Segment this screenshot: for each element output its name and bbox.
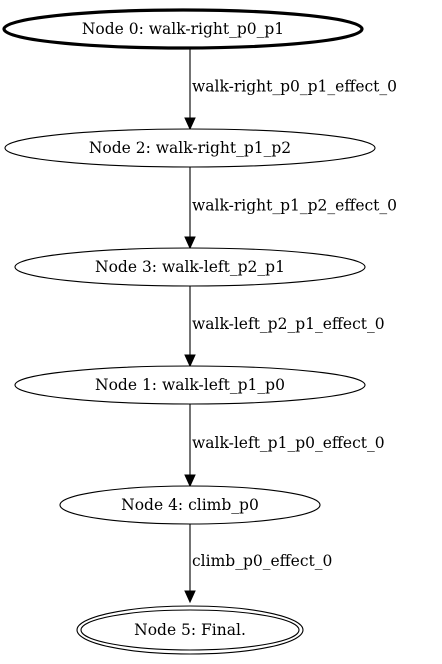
node-ellipse bbox=[14, 365, 366, 405]
node-label: Node 5: Final. bbox=[134, 621, 246, 639]
edge: walk-right_p0_p1_effect_0 bbox=[184, 48, 397, 131]
arrowhead bbox=[184, 590, 196, 604]
node-ellipse bbox=[4, 128, 376, 168]
node-label: Node 1: walk-left_p1_p0 bbox=[95, 376, 285, 394]
graph-node: Node 5: Final. bbox=[76, 605, 304, 655]
final-node-inner-ellipse bbox=[80, 609, 300, 651]
graph-node: Node 0: walk-right_p0_p1 bbox=[2, 8, 364, 50]
arrowhead bbox=[184, 236, 196, 250]
arrowhead bbox=[184, 354, 196, 368]
edge-label: walk-left_p2_p1_effect_0 bbox=[192, 315, 385, 333]
arrowhead bbox=[184, 474, 196, 488]
node-label: Node 4: climb_p0 bbox=[121, 496, 259, 514]
graph-node: Node 1: walk-left_p1_p0 bbox=[14, 365, 366, 405]
node-label: Node 2: walk-right_p1_p2 bbox=[89, 139, 291, 157]
edge: walk-left_p2_p1_effect_0 bbox=[184, 286, 385, 368]
arrowhead bbox=[184, 117, 196, 131]
edge-label: walk-right_p1_p2_effect_0 bbox=[192, 197, 397, 215]
edge-label: climb_p0_effect_0 bbox=[192, 552, 332, 570]
node-ellipse bbox=[59, 485, 321, 525]
edge-label: walk-left_p1_p0_effect_0 bbox=[192, 434, 385, 452]
edges: walk-right_p0_p1_effect_0 walk-right_p1_p… bbox=[184, 48, 397, 604]
graph-node: Node 3: walk-left_p2_p1 bbox=[14, 247, 366, 287]
edge: climb_p0_effect_0 bbox=[184, 524, 332, 604]
node-label: Node 3: walk-left_p2_p1 bbox=[95, 258, 285, 276]
node-ellipse bbox=[14, 247, 366, 287]
edge: walk-left_p1_p0_effect_0 bbox=[184, 404, 385, 488]
graph-node: Node 4: climb_p0 bbox=[59, 485, 321, 525]
edge: walk-right_p1_p2_effect_0 bbox=[184, 167, 397, 250]
node-label: Node 0: walk-right_p0_p1 bbox=[82, 20, 284, 38]
graph-node: Node 2: walk-right_p1_p2 bbox=[4, 128, 376, 168]
initial-node-ellipse bbox=[2, 8, 364, 50]
edge-label: walk-right_p0_p1_effect_0 bbox=[192, 78, 397, 96]
